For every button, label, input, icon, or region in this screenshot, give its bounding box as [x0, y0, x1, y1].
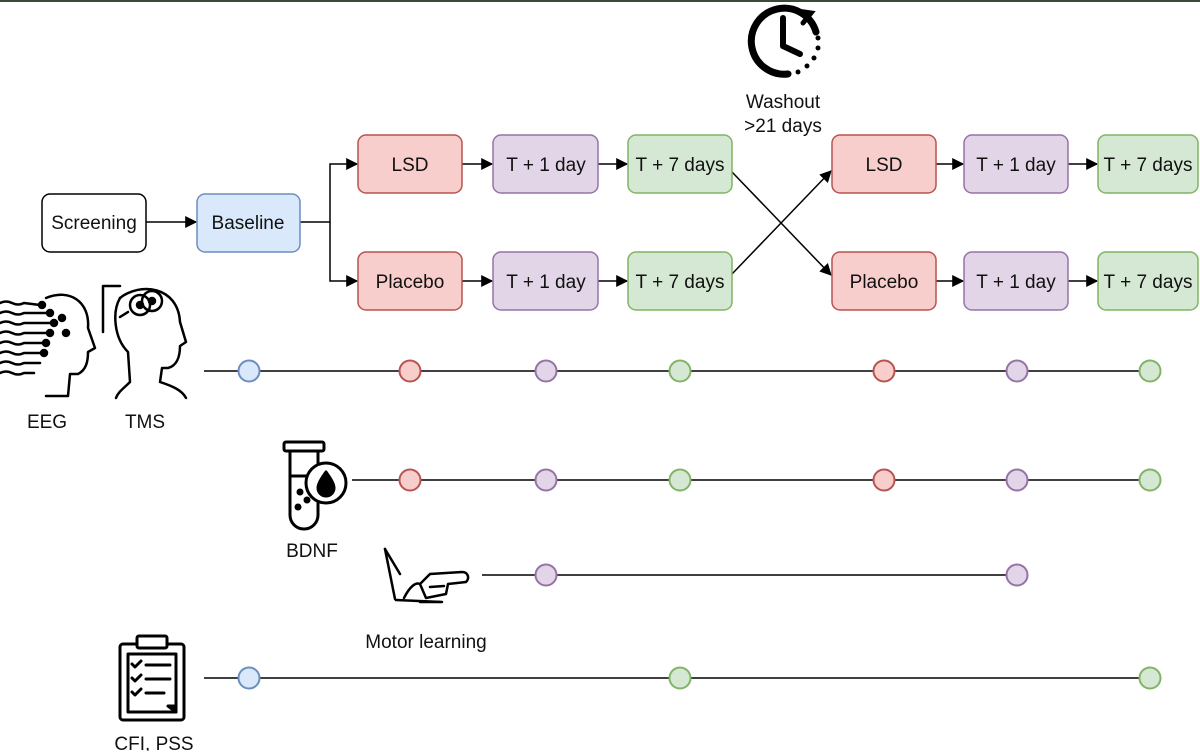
placebo-label-period-1: Placebo	[376, 272, 445, 293]
timepoint-dot-bdnf-t7-2	[1138, 468, 1162, 492]
placebo-label-period-2: Placebo	[850, 272, 919, 293]
t7-top-label-period-1: T + 7 days	[636, 155, 725, 176]
timepoint-dot-bdnf-lsd-1	[398, 468, 422, 492]
bdnf-label: BDNF	[286, 541, 338, 562]
timepoint-dot-bdnf-t1-2	[1005, 468, 1029, 492]
baseline-box: Baseline	[196, 193, 301, 253]
placebo-box-period-1: Placebo	[357, 251, 463, 311]
timepoint-dot-eeg_tms-t7-2	[1138, 359, 1162, 383]
timepoint-dot-eeg_tms-baseline	[237, 359, 261, 383]
tms-label: TMS	[125, 412, 165, 433]
t1-bottom-label-period-1: T + 1 day	[506, 272, 586, 293]
t1-bottom-box-period-2: T + 1 day	[963, 251, 1069, 311]
timepoint-dot-eeg_tms-lsd-1	[398, 359, 422, 383]
timepoint-dot-bdnf-lsd-2	[872, 468, 896, 492]
t7-top-label-period-2: T + 7 days	[1104, 155, 1193, 176]
timepoint-dot-cfi-t7-2	[1138, 666, 1162, 690]
t1-bottom-label-period-2: T + 1 day	[976, 272, 1056, 293]
t1-bottom-box-period-1: T + 1 day	[492, 251, 599, 311]
timepoint-dot-bdnf-t1-1	[534, 468, 558, 492]
t7-bottom-box-period-2: T + 7 days	[1097, 251, 1199, 311]
washout-duration: >21 days	[744, 116, 822, 137]
t7-top-box-period-2: T + 7 days	[1097, 134, 1199, 194]
arrow-baseline-lsd	[300, 158, 359, 223]
motor-task-icon	[383, 547, 470, 604]
motor-learning-label: Motor learning	[365, 632, 486, 653]
t7-top-box-period-1: T + 7 days	[627, 134, 733, 194]
t1-top-label-period-1: T + 1 day	[506, 155, 586, 176]
timepoint-dot-eeg_tms-t1-1	[534, 359, 558, 383]
screening-label: Screening	[51, 213, 137, 234]
t1-top-label-period-2: T + 1 day	[976, 155, 1056, 176]
clipboard-icon	[118, 634, 186, 722]
lsd-box-period-1: LSD	[357, 134, 463, 194]
timepoint-dot-eeg_tms-lsd-2	[872, 359, 896, 383]
arrow-baseline-placebo	[329, 222, 359, 287]
timepoint-dot-eeg_tms-t1-2	[1005, 359, 1029, 383]
timepoint-dot-eeg_tms-t7-1	[668, 359, 692, 383]
lsd-label-period-1: LSD	[392, 155, 429, 176]
arrow-cross-to-lsd2	[731, 170, 832, 275]
baseline-label: Baseline	[212, 213, 285, 234]
timepoint-dot-cfi-t7-1	[668, 666, 692, 690]
t7-bottom-label-period-1: T + 7 days	[636, 272, 725, 293]
eeg-head-icon	[0, 293, 97, 398]
tms-head-icon	[101, 284, 188, 400]
timepoint-dot-motor-t1-1	[534, 563, 558, 587]
t1-top-box-period-2: T + 1 day	[963, 134, 1069, 194]
placebo-box-period-2: Placebo	[831, 251, 937, 311]
clock-icon	[747, 4, 821, 78]
timepoint-dot-bdnf-t7-1	[668, 468, 692, 492]
lsd-box-period-2: LSD	[831, 134, 937, 194]
t1-top-box-period-1: T + 1 day	[492, 134, 599, 194]
t7-bottom-box-period-1: T + 7 days	[627, 251, 733, 311]
screening-box: Screening	[41, 193, 147, 253]
washout-label: Washout	[746, 92, 821, 113]
cfi-pss-label: CFI, PSS	[114, 734, 193, 751]
timepoint-dot-motor-t1-2	[1005, 563, 1029, 587]
eeg-label: EEG	[27, 412, 67, 433]
timepoint-dot-cfi-baseline	[237, 666, 261, 690]
t7-bottom-label-period-2: T + 7 days	[1104, 272, 1193, 293]
blood-tube-icon	[282, 440, 348, 531]
lsd-label-period-2: LSD	[866, 155, 903, 176]
